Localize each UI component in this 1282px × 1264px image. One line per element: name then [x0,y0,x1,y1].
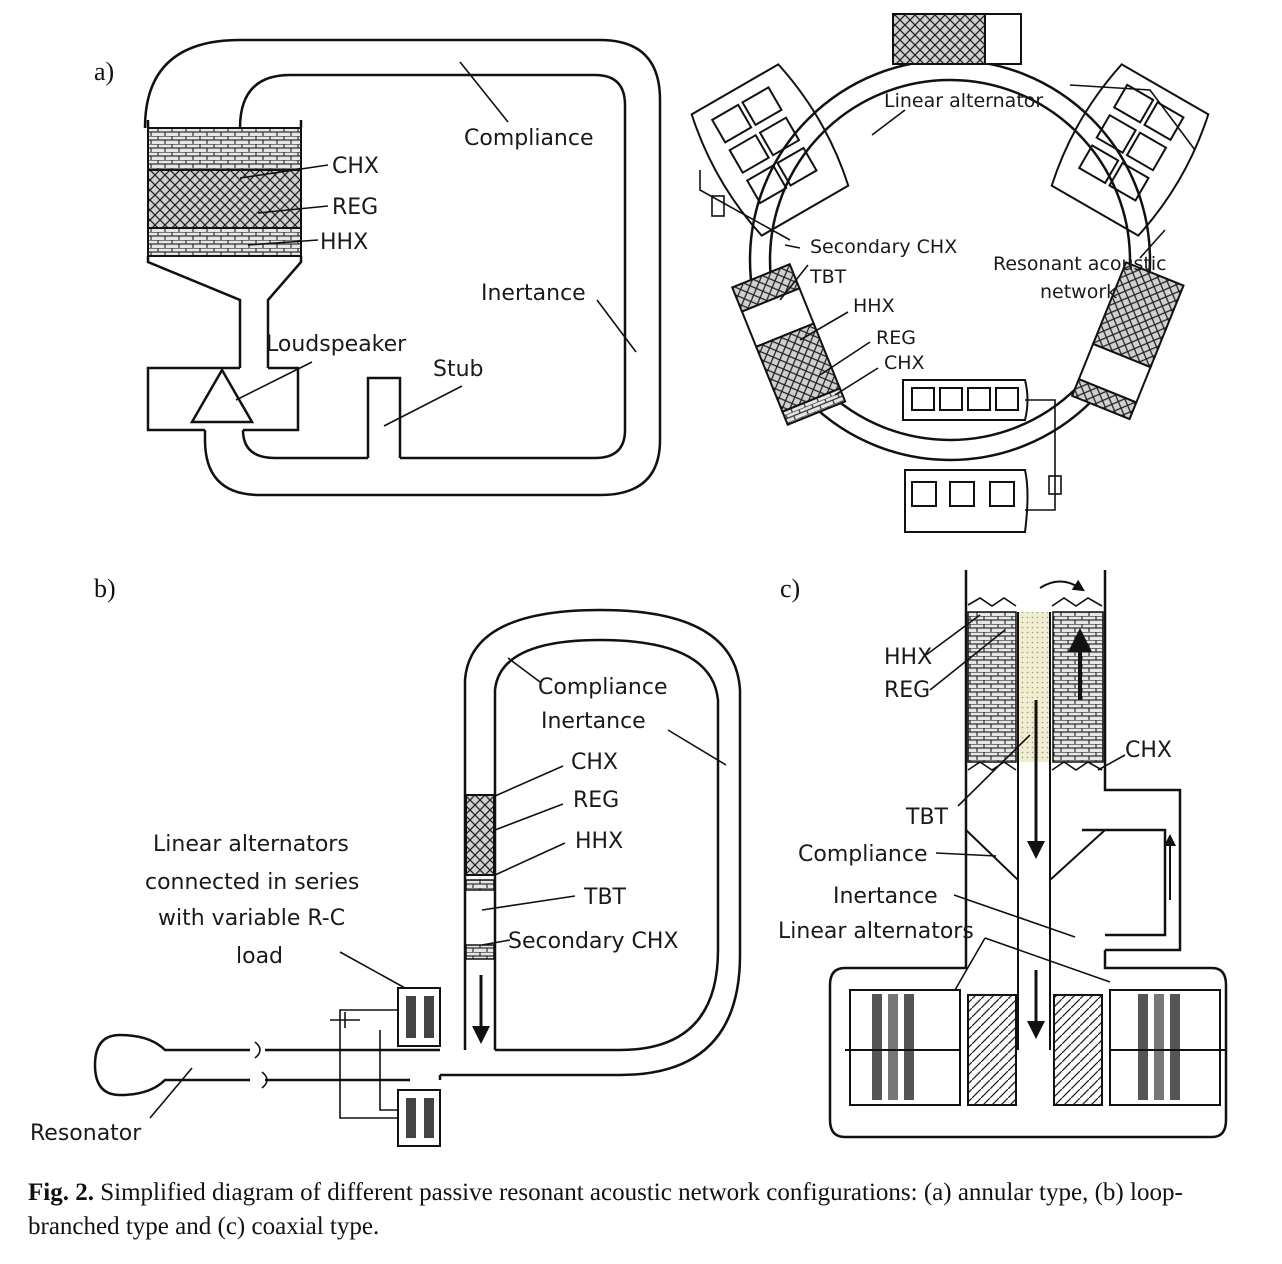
panel-b: b) Compliance Inertance CHX REG HH [30,574,742,1147]
label-resonant-line1: Resonant acoustic [993,253,1167,275]
label-secondary-chx-a: Secondary CHX [810,236,957,258]
label-reg-a: REG [332,195,378,220]
figure-caption: Fig. 2. Simplified diagram of different … [28,1176,1254,1244]
label-tbt-c: TBT [905,805,949,830]
label-reg-a-right: REG [876,327,916,349]
reg-block-c-left [967,611,1017,763]
label-chx-b: CHX [571,750,618,775]
reg-block-b [465,794,495,876]
alternator-piston-left [967,994,1017,1106]
label-tbt-b: TBT [583,885,627,910]
label-la-line3: with variable R-C [158,906,345,931]
label-hhx-a-right: HHX [853,295,895,317]
label-la-line2: connected in series [145,870,359,895]
label-reg-c: REG [884,678,930,703]
panel-b-tag: b) [94,574,116,603]
label-linear-alternator: Linear alternator [884,90,1043,112]
alternator-piston-right [1053,994,1103,1106]
label-hhx-a: HHX [320,230,368,255]
label-compliance-a: Compliance [464,126,594,151]
alternator-right-c [1109,989,1225,1106]
label-inertance-a: Inertance [481,281,586,306]
stub-shape [366,376,402,458]
label-chx-a: CHX [332,154,379,179]
panel-a-network: Linear alternator Secondary CHX TBT HHX … [690,13,1210,533]
label-inertance-b: Inertance [541,709,646,734]
label-resonant-line2: network [1040,281,1117,303]
label-la-line1: Linear alternators [153,832,349,857]
label-hhx-b: HHX [575,829,623,854]
label-compliance-c: Compliance [798,842,928,867]
label-loudspeaker-a: Loudspeaker [266,332,407,357]
label-chx-c: CHX [1125,738,1172,763]
label-la-line4: load [236,944,283,969]
reg-block-a [147,169,302,229]
caption-text: Simplified diagram of different passive … [28,1179,1183,1240]
label-inertance-c: Inertance [833,884,938,909]
label-stub-a: Stub [433,357,484,382]
label-chx-a-right: CHX [884,352,925,374]
label-secondary-chx-b: Secondary CHX [508,929,678,954]
hhx-block-a [147,227,302,257]
panel-a-tag: a) [94,57,114,86]
label-reg-b: REG [573,788,619,813]
chx-block-a [147,127,302,171]
panel-c-tag: c) [780,574,800,603]
figure-diagram: a) Compliance CHX REG HHX Inertance Loud… [30,13,1228,1147]
panel-a: a) Compliance CHX REG HHX Inertance Loud… [94,38,662,497]
label-compliance-b: Compliance [538,675,668,700]
alternator-top-b [397,987,441,1047]
caption-label: Fig. 2. [28,1179,94,1206]
label-linear-alternators-c: Linear alternators [778,919,974,944]
label-resonator: Resonator [30,1121,142,1146]
panel-c: c) [778,570,1228,1139]
alternator-left-c [845,989,961,1106]
label-tbt-a: TBT [809,266,847,288]
label-hhx-c: HHX [884,645,932,670]
loudspeaker-icon [189,367,255,424]
